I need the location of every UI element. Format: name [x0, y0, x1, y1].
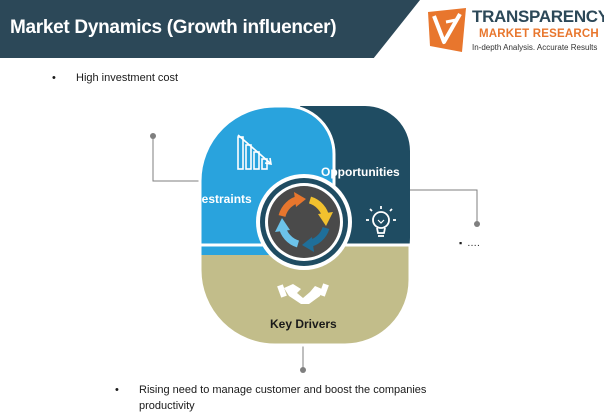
lightbulb-icon [366, 206, 396, 237]
drivers-label: Key Drivers [270, 317, 337, 331]
drivers-segment [200, 245, 410, 345]
opportunities-label: Opportunities [321, 165, 400, 179]
opportunities-note: …. [467, 238, 480, 249]
opportunities-connector-dot [474, 221, 480, 227]
company-logo: TRANSPARENCY MARKET RESEARCH In-depth An… [424, 2, 604, 58]
logo-mark-icon [428, 8, 466, 52]
bar-chart-down-icon [237, 134, 272, 170]
restraints-connector [152, 136, 215, 182]
drivers-connector-dot [300, 367, 306, 373]
restraints-connector-dot [150, 133, 156, 139]
opportunities-connector [405, 189, 478, 224]
logo-name: TRANSPARENCY [472, 7, 604, 26]
page-title: Market Dynamics (Growth influencer) [10, 17, 337, 38]
cycle-arrows-icon [275, 192, 333, 252]
drivers-note-line2: productivity [139, 400, 195, 412]
drivers-note-line1: Rising need to manage customer and boost… [139, 384, 427, 396]
bullet-marker: ▪ [459, 238, 463, 248]
restraints-label: Restraints [193, 192, 252, 206]
bullet-marker: • [52, 72, 56, 84]
restraints-note: High investment cost [76, 72, 179, 84]
title-banner [0, 0, 420, 58]
bullet-marker: • [115, 384, 119, 396]
logo-tagline: In-depth Analysis. Accurate Results [472, 43, 598, 52]
handshake-icon [277, 283, 329, 304]
logo-subtitle: MARKET RESEARCH [479, 28, 599, 40]
